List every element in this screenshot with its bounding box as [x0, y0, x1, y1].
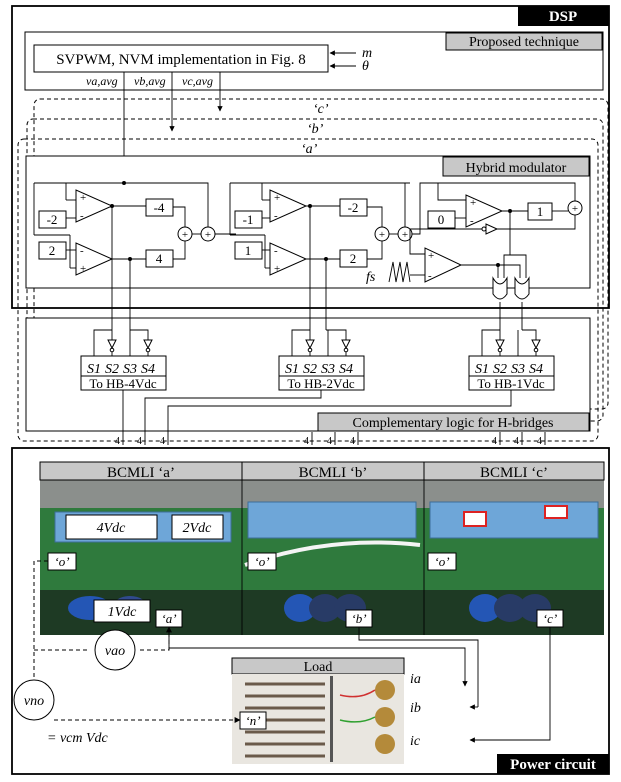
svg-text:4: 4: [492, 436, 497, 447]
phase-tag-a: ‘a’: [301, 142, 318, 157]
svg-text:S1: S1: [285, 362, 299, 377]
cap-4vdc-label: 4Vdc: [97, 521, 127, 536]
svg-text:+: +: [182, 229, 188, 241]
load-label: Load: [304, 660, 333, 675]
svg-text:+: +: [428, 250, 434, 262]
svg-text:4: 4: [137, 436, 142, 447]
node-n: ‘n’: [245, 713, 260, 728]
svg-text:S1: S1: [475, 362, 489, 377]
svg-text:S2: S2: [105, 362, 119, 377]
bcmli-b-label: BCMLI ‘b’: [299, 465, 368, 481]
svg-text:-: -: [80, 210, 84, 222]
svg-text:S4: S4: [529, 362, 543, 377]
svg-text:+: +: [274, 263, 280, 275]
current-ic: ic: [410, 734, 421, 749]
svg-text:+: +: [80, 192, 86, 204]
svpwm-input-theta: θ: [362, 59, 369, 74]
svpwm-out-b: vb,avg: [134, 74, 166, 88]
svg-text:+: +: [80, 263, 86, 275]
current-ia: ia: [410, 672, 421, 687]
carrier-label: fs: [366, 270, 376, 285]
svpwm-out-a: va,avg: [86, 74, 118, 88]
phase-tag-b: ‘b’: [307, 122, 324, 137]
svg-text:1: 1: [537, 204, 544, 219]
hbridge-target-1: To HB-4Vdc: [89, 376, 157, 391]
svg-text:S3: S3: [123, 362, 137, 377]
svg-text:+: +: [402, 229, 408, 241]
svg-text:1: 1: [245, 243, 252, 258]
svg-text:4: 4: [514, 436, 519, 447]
vao-label: vao: [105, 644, 125, 659]
node-c: ‘c’: [543, 611, 557, 626]
node-o-b: ‘o’: [254, 554, 269, 569]
svg-text:+: +: [470, 197, 476, 209]
svpwm-out-c: vc,avg: [182, 74, 213, 88]
dsp-title: DSP: [549, 9, 577, 25]
cap-2vdc-label: 2Vdc: [183, 521, 213, 536]
svg-text:S4: S4: [339, 362, 353, 377]
svg-text:-: -: [274, 245, 278, 257]
svg-text:4: 4: [350, 436, 355, 447]
node-b: ‘b’: [351, 611, 366, 626]
vno-equation: = vcm Vdc: [47, 731, 109, 746]
svg-text:+: +: [379, 229, 385, 241]
svg-text:0: 0: [438, 212, 445, 227]
svg-text:-2: -2: [47, 212, 58, 227]
svg-text:S3: S3: [321, 362, 335, 377]
node-a: ‘a’: [161, 611, 176, 626]
svg-text:+: +: [205, 229, 211, 241]
svg-text:-: -: [428, 270, 432, 282]
svg-text:4: 4: [537, 436, 542, 447]
node-o-c: ‘o’: [434, 554, 449, 569]
svg-text:-1: -1: [243, 212, 254, 227]
node-o-a: ‘o’: [54, 554, 69, 569]
bcmli-c-label: BCMLI ‘c’: [480, 465, 548, 481]
svg-text:S4: S4: [141, 362, 155, 377]
svg-text:S2: S2: [493, 362, 507, 377]
svg-text:4: 4: [327, 436, 332, 447]
svg-text:2: 2: [49, 243, 56, 258]
phase-tag-c: ‘c’: [313, 102, 329, 117]
hbridge-target-2: To HB-2Vdc: [287, 376, 355, 391]
svg-text:-: -: [80, 245, 84, 257]
svg-text:4: 4: [115, 436, 120, 447]
svg-text:-4: -4: [154, 200, 165, 215]
svg-text:S3: S3: [511, 362, 525, 377]
current-ib: ib: [410, 701, 421, 716]
hybrid-modulator-label: Hybrid modulator: [466, 161, 567, 176]
power-circuit-title: Power circuit: [510, 757, 596, 773]
svpwm-label: SVPWM, NVM implementation in Fig. 8: [56, 52, 306, 68]
hbridge-target-3: To HB-1Vdc: [477, 376, 545, 391]
bcmli-a-label: BCMLI ‘a’: [107, 465, 175, 481]
svg-text:2: 2: [350, 251, 357, 266]
svg-text:S2: S2: [303, 362, 317, 377]
svg-text:S1: S1: [87, 362, 101, 377]
svg-text:4: 4: [156, 251, 163, 266]
svg-text:-2: -2: [348, 200, 359, 215]
svg-text:4: 4: [304, 436, 309, 447]
svg-text:-: -: [274, 210, 278, 222]
proposed-technique-label: Proposed technique: [469, 35, 579, 50]
svg-text:+: +: [274, 192, 280, 204]
complementary-logic-label: Complementary logic for H-bridges: [352, 416, 553, 431]
cap-1vdc-label: 1Vdc: [108, 605, 138, 620]
vno-label: vno: [24, 694, 44, 709]
svg-text:4: 4: [160, 436, 165, 447]
svg-text:-: -: [470, 215, 474, 227]
svg-text:+: +: [572, 203, 578, 215]
